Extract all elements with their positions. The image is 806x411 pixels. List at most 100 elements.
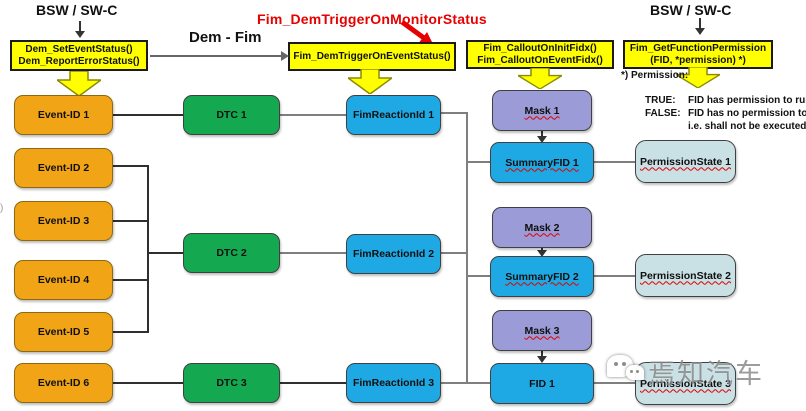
right-bus-line [466,112,468,384]
event-id-5-label: Event-ID 5 [37,326,90,338]
fim-reaction-3-label: FimReactionId 3 [352,377,435,389]
fim-demtriggeroneventstatus-label: Fim_DemTriggerOnEventStatus() [293,50,451,62]
mask-3-node: Mask 3 [492,310,592,351]
summary-fid-1-label: SummaryFID 1 [505,156,579,169]
connector-rbus-sfid1 [466,161,490,163]
fim-demtriggeroneventstatus-callout: Fim_DemTriggerOnEventStatus() [288,42,456,71]
permission-state-3-label: PermissionState 3 [639,377,732,390]
watermark-text: 焉知汽车 [648,358,764,389]
fim-reaction-1-label: FimReactionId 1 [352,109,435,121]
connector-fim3-fid1 [441,382,490,384]
permission-state-1-label: PermissionState 1 [639,155,732,168]
fim-reaction-2-label: FimReactionId 2 [352,248,435,260]
mask-2-label: Mask 2 [524,221,560,234]
mask3-arrow-line [541,351,543,358]
dem-seteventstatus-callout: Dem_SetEventStatus() Dem_ReportErrorStat… [10,40,148,71]
summary-fid-2-node: SummaryFID 2 [490,256,594,297]
permission-true-text: FID has permission to run [688,95,806,106]
connector-dtc3-fim3 [280,382,346,384]
event-id-1-node: Event-ID 1 [14,95,113,135]
dem-fim-connector-line [150,55,281,57]
summary-fid-1-node: SummaryFID 1 [490,142,594,183]
event-id-4-node: Event-ID 4 [14,260,113,300]
mask3-arrow-head-icon [537,356,547,363]
permission-state-1-node: PermissionState 1 [635,140,736,183]
block-arrow-dem-icon [57,71,101,96]
event-id-5-node: Event-ID 5 [14,312,113,352]
summary-fid-2-label: SummaryFID 2 [505,270,579,283]
event-id-2-label: Event-ID 2 [37,162,90,174]
fim-callout-line2: Fim_CalloutOnEventFidx() [477,54,603,66]
fim-reaction-1-node: FimReactionId 1 [346,95,441,135]
fid-1-node: FID 1 [490,363,594,404]
left-bus-line [147,165,149,333]
permission-state-2-node: PermissionState 2 [635,254,736,297]
dem-seteventstatus-line2: Dem_ReportErrorStatus() [18,55,140,67]
event-id-4-label: Event-ID 4 [37,274,90,286]
event-id-1-label: Event-ID 1 [37,109,90,121]
block-arrow-callout-icon [518,68,562,89]
dtc-1-node: DTC 1 [183,95,280,135]
mask2-arrow-head-icon [537,250,547,257]
connector-dtc1-fim1 [280,114,346,116]
connector-event1-dtc1 [113,114,183,116]
event-id-3-label: Event-ID 3 [37,215,90,227]
permission-false-text: FID has no permission to run, [688,108,806,119]
event-id-3-node: Event-ID 3 [14,201,113,241]
fim-reaction-2-node: FimReactionId 2 [346,234,441,274]
mask-1-label: Mask 1 [524,104,560,117]
connector-event5-bus [113,331,149,333]
connector-fid1-perm3 [594,382,637,384]
dtc-2-label: DTC 2 [216,247,247,259]
edge-artifact: ) [0,203,4,214]
permission-false-key: FALSE: [645,108,681,119]
fid-1-label: FID 1 [529,377,555,390]
permission-note-label: *) Permission: [621,70,689,81]
wechat-logo-icon [604,350,648,392]
fim-dem-trigger-monitor-title: Fim_DemTriggerOnMonitorStatus [257,11,487,27]
bsw-left-arrow-line [79,21,81,32]
connector-event2-bus [113,165,149,167]
event-id-6-node: Event-ID 6 [14,363,113,403]
fim-callout-fidx-callout: Fim_CalloutOnInitFidx() Fim_CalloutOnEve… [466,40,614,69]
dem-fim-arrow-head-icon [281,51,289,61]
watermark: 焉知汽车 [604,350,764,392]
connector-event6-dtc3 [113,382,183,384]
bsw-right-arrow-line [699,18,701,29]
wechat-bubble-small [626,365,644,380]
connector-fim1-rbus [441,112,467,114]
fim-getperm-line1: Fim_GetFunctionPermission [629,42,767,54]
mask1-arrow-line [541,131,543,138]
fim-callout-line1: Fim_CalloutOnInitFidx() [483,42,597,54]
connector-event3-bus [113,220,149,222]
bsw-left-arrow-head-icon [75,31,85,38]
bsw-swc-right-header: BSW / SW-C [650,2,732,18]
event-id-2-node: Event-ID 2 [14,148,113,188]
dtc-3-node: DTC 3 [183,363,280,403]
block-arrow-fimtrigger-icon [348,69,392,94]
connector-fim2-rbus [441,252,466,254]
dtc-2-node: DTC 2 [183,233,280,273]
mask-1-node: Mask 1 [492,90,592,131]
connector-event4-bus [113,279,149,281]
fim-getperm-line2: (FID, *permission) *) [650,54,746,66]
dem-fim-label: Dem - Fim [189,29,262,46]
permission-false-text2: i.e. shall not be executed [688,121,806,132]
bsw-right-arrow-head-icon [695,28,705,35]
fim-reaction-3-node: FimReactionId 3 [346,363,441,403]
connector-rbus-sfid2 [466,275,490,277]
block-arrow-getperm-icon [676,67,720,88]
mask-2-node: Mask 2 [492,207,592,248]
permission-state-2-label: PermissionState 2 [639,269,732,282]
dtc-3-label: DTC 3 [216,377,247,389]
connector-sfid1-perm1 [594,161,635,163]
dem-seteventstatus-line1: Dem_SetEventStatus() [25,43,133,55]
bsw-swc-left-header: BSW / SW-C [36,2,118,18]
connector-dtc2-fim2 [280,252,346,254]
event-id-6-label: Event-ID 6 [37,377,90,389]
permission-true-key: TRUE: [645,95,676,106]
dtc-1-label: DTC 1 [216,109,247,121]
mask-3-label: Mask 3 [524,324,560,337]
permission-state-3-node: PermissionState 3 [635,362,736,405]
